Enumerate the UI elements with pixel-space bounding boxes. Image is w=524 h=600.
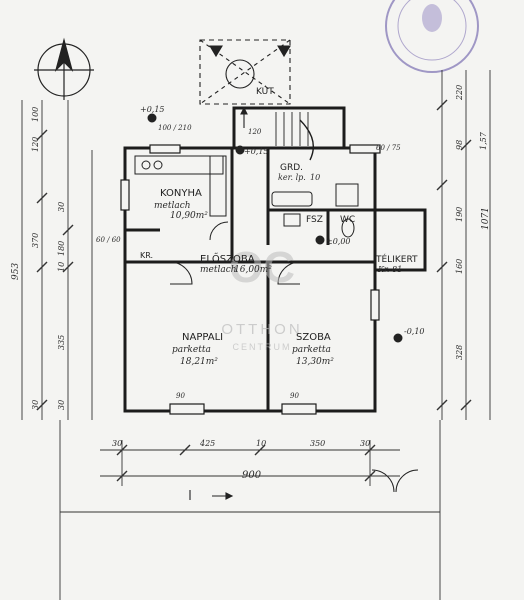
level-hall-floor: ±0,00 [326, 237, 351, 246]
door-swings [169, 221, 419, 493]
dim-living-window: 90 [176, 392, 185, 400]
hall-name: ELŐSZOBA [200, 251, 255, 265]
dim-bottom-2: 425 [199, 439, 215, 448]
dim-left-8: 335 [57, 335, 66, 350]
entry-arrows [189, 106, 248, 500]
hall-floor: metlach [200, 265, 237, 275]
level-entrance: +0,15 [140, 105, 165, 114]
watermark-line2: CENTRUM [233, 342, 292, 352]
garden-note: Kr. 81 [377, 265, 402, 274]
dim-left-3: 30 [57, 202, 66, 212]
dim-window-top: 120 [248, 128, 262, 136]
kitchen-area: 10,90m² [170, 211, 208, 221]
windows [120, 144, 381, 415]
dim-left-9: 30 [57, 400, 66, 410]
dim-left-1: 100 [31, 107, 40, 122]
dim-right-3: 1,57 [479, 131, 488, 150]
boiler-floor: ker. lp. [278, 173, 306, 182]
dim-bottom-3: 10 [256, 439, 266, 448]
level-garden: -0,10 [404, 327, 425, 336]
dim-right-4: 190 [455, 207, 464, 222]
dim-kitchen-window: 100 / 210 [158, 124, 192, 132]
dim-left-2: 120 [31, 137, 40, 152]
watermark-logo: OC [229, 243, 295, 292]
hall-area: 16,00m² [234, 265, 272, 275]
level-hall: +0,15 [244, 147, 269, 156]
dim-left-6: 180 [57, 241, 66, 256]
dim-top-right-opening: 60 / 75 [376, 144, 401, 152]
level-markers [147, 113, 403, 343]
boiler-area: 10 [310, 173, 320, 182]
dim-left-5: 30 [31, 400, 40, 410]
room-area: 13,30m² [296, 357, 334, 367]
living-name: NAPPALI [182, 332, 223, 343]
dim-right-1: 220 [455, 85, 464, 101]
official-stamp [385, 0, 479, 73]
kitchen-fixtures [134, 155, 227, 217]
kitchen-name: KONYHA [160, 188, 202, 199]
bathroom-name: FSZ [306, 215, 323, 225]
dim-bottom-5: 30 [360, 439, 370, 448]
dim-bottom-1: 30 [112, 439, 122, 448]
dim-left-total: 953 [11, 263, 21, 280]
garden-name: TÉLIKERT [375, 253, 418, 265]
bathroom-fixtures [271, 183, 359, 238]
well [199, 39, 291, 105]
dim-left-4: 370 [31, 233, 40, 248]
watermark-line1: OTTHON [221, 321, 302, 338]
stairs [275, 112, 309, 146]
living-floor: parketta [172, 345, 211, 355]
north-arrow [34, 37, 94, 100]
pantry-name: KR. [140, 251, 153, 260]
room-floor: parketta [292, 345, 331, 355]
otthon-centrum-watermark: OC OTTHON CENTRUM [221, 243, 302, 352]
kitchen-floor: metlach [154, 201, 191, 211]
dim-room-window: 90 [290, 392, 299, 400]
boiler-name: GRD. [280, 163, 303, 173]
walls [123, 106, 427, 413]
room-name: SZOBA [296, 332, 331, 343]
dim-right-5: 160 [455, 259, 464, 274]
dim-right-2: 98 [455, 140, 464, 150]
living-area: 18,21m² [180, 357, 218, 367]
well-name: KÚT [256, 85, 274, 97]
dim-right-total: 1071 [481, 207, 491, 230]
total-width-dim: 900 [242, 470, 262, 481]
dimension-lines [21, 70, 491, 600]
dim-door-small: 60 / 60 [96, 236, 121, 244]
dim-left-7: 10 [57, 262, 66, 272]
wc-name: WC [340, 215, 355, 225]
dim-bottom-4: 350 [310, 439, 325, 448]
dim-right-6: 328 [455, 345, 464, 360]
